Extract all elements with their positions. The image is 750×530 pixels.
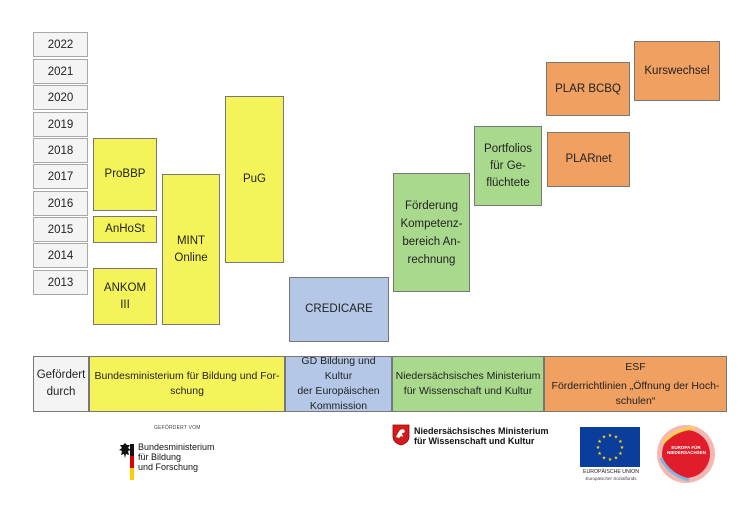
svg-text:★: ★ [608, 457, 613, 463]
efn-circle-icon [657, 425, 715, 483]
project-foerderung: Förderung Kompetenz- bereich An- rechnun… [393, 173, 470, 292]
nds-ministry-logo-name: Niedersächsisches Ministerium für Wissen… [414, 426, 549, 446]
project-probbp-label: ProBBP [104, 168, 146, 180]
svg-text:★: ★ [620, 445, 625, 451]
project-mint-online-label: MINT Online [174, 234, 208, 264]
eu-union-label: EUROPÄISCHE UNION [583, 469, 639, 475]
eu-fund-label: Europäischer Sozialfonds [585, 476, 637, 481]
year-2018: 2018 [33, 138, 88, 163]
bmbf-logo-name: Bundesministerium für Bildung und Forsch… [138, 442, 215, 472]
funded-by-label: Gefördert durch [33, 356, 89, 412]
svg-text:★: ★ [596, 445, 601, 451]
project-plar-bcbq: PLAR BCBQ [546, 62, 630, 116]
year-2021: 2021 [33, 59, 88, 84]
german-flag-bar [130, 444, 134, 480]
project-plarnet: PLARnet [547, 132, 630, 187]
project-mint-online: MINT Online [162, 174, 220, 325]
project-anhost-label: AnHoSt [105, 223, 145, 235]
project-plarnet-label: PLARnet [565, 153, 612, 165]
funder-nds-ministry: Niedersächsisches Ministerium für Wissen… [392, 356, 544, 412]
project-anhost: AnHoSt [93, 216, 157, 243]
svg-text:★: ★ [597, 451, 602, 457]
funder-esf-subtitle: Förderrichtlinien „Öffnung der Hoch- sch… [551, 379, 720, 407]
funder-esf: ESF Förderrichtlinien „Öffnung der Hoch-… [544, 356, 727, 412]
europa-fuer-niedersachsen-logo: EUROPA FÜR NIEDERSACHSEN [655, 423, 717, 485]
year-2015: 2015 [33, 217, 88, 242]
svg-text:★: ★ [618, 439, 623, 445]
svg-text:★: ★ [614, 435, 619, 441]
project-kurswechsel-label: Kurswechsel [644, 64, 710, 77]
funder-eu-commission: GD Bildung und Kultur der Europäischen K… [285, 355, 392, 412]
eu-flag-icon: ★★★ ★★★ ★★★ ★★★ [580, 427, 640, 467]
funder-esf-title: ESF [625, 360, 646, 373]
funder-eu-commission-label: GD Bildung und Kultur der Europäischen K… [297, 355, 380, 412]
funded-by-text: Gefördert durch [36, 369, 86, 398]
eagle-icon [119, 443, 131, 458]
year-2022: 2022 [33, 32, 88, 57]
svg-text:★: ★ [618, 451, 623, 457]
project-probbp: ProBBP [93, 138, 157, 211]
svg-text:★: ★ [608, 433, 613, 439]
funder-bmbf-label: Bundesministerium für Bildung und For- s… [94, 370, 280, 397]
project-ankom: ANKOM III [93, 268, 157, 325]
svg-text:★: ★ [597, 439, 602, 445]
bmbf-logo: GEFÖRDERT VOM Bundesministerium für Bild… [108, 420, 243, 500]
year-2014: 2014 [33, 243, 88, 268]
year-2017: 2017 [33, 164, 88, 189]
project-plar-bcbq-label: PLAR BCBQ [555, 82, 621, 95]
bmbf-logo-caption: GEFÖRDERT VOM [154, 425, 201, 431]
eu-esf-logo: ★★★ ★★★ ★★★ ★★★ EUROPÄISCHE UNION Europä… [578, 427, 644, 487]
project-portfolios-label: Portfolios für Ge- flüchtete [484, 142, 532, 189]
year-2016: 2016 [33, 191, 88, 216]
project-ankom-label: ANKOM III [103, 281, 147, 311]
year-2019: 2019 [33, 112, 88, 137]
project-credicare: CREDICARE [289, 277, 389, 342]
svg-text:★: ★ [602, 435, 607, 441]
project-credicare-label: CREDICARE [305, 303, 373, 315]
project-portfolios: Portfolios für Ge- flüchtete [474, 126, 542, 206]
project-foerderung-label: Förderung Kompetenz- bereich An- rechnun… [400, 199, 463, 266]
year-2013: 2013 [33, 270, 88, 295]
project-pug-label: PuG [242, 173, 266, 185]
nds-horse-crest-icon [392, 424, 410, 446]
nds-ministry-logo: Niedersächsisches Ministerium für Wissen… [390, 422, 550, 452]
funder-nds-ministry-label: Niedersächsisches Ministerium für Wissen… [395, 370, 541, 397]
svg-text:★: ★ [602, 455, 607, 461]
project-pug: PuG [225, 96, 284, 263]
year-2020: 2020 [33, 85, 88, 110]
svg-text:★: ★ [614, 455, 619, 461]
funder-bmbf: Bundesministerium für Bildung und For- s… [89, 356, 285, 412]
efn-logo-name: EUROPA FÜR NIEDERSACHSEN [667, 445, 707, 455]
project-kurswechsel: Kurswechsel [634, 41, 720, 101]
